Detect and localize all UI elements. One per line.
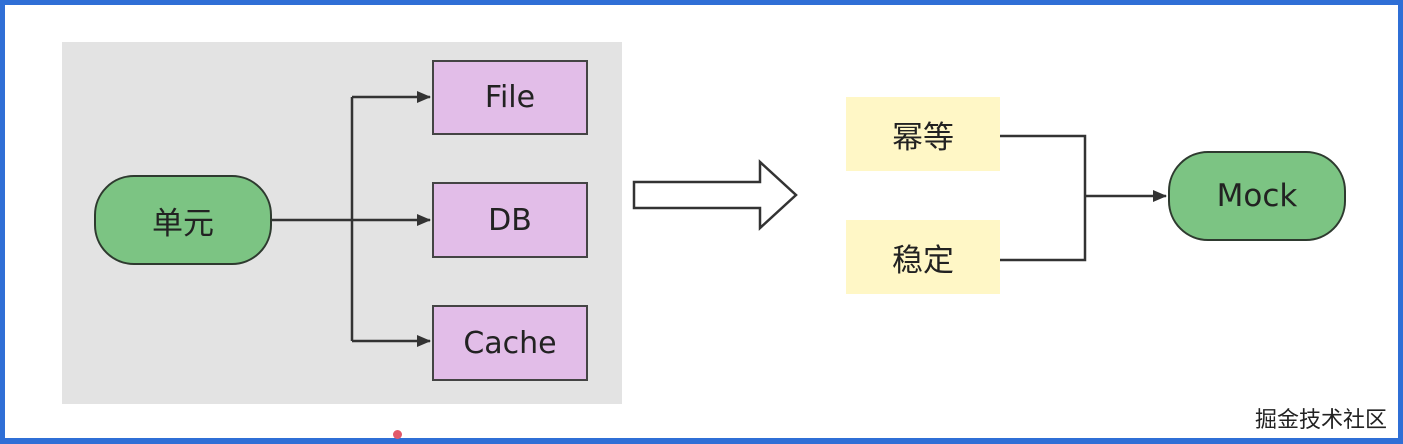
node-file-label: File [484, 80, 536, 115]
node-cache: Cache [432, 305, 588, 381]
node-unit-label: 单元 [152, 205, 214, 242]
node-stable-label: 稳定 [892, 242, 954, 279]
connector-idempotent [1000, 134, 1087, 262]
node-mock: Mock [1168, 151, 1346, 241]
node-db: DB [432, 182, 588, 258]
node-stable: 稳定 [846, 220, 1000, 294]
node-cache-label: Cache [463, 325, 557, 361]
cursor-dot [393, 430, 402, 439]
node-mock-label: Mock [1216, 178, 1298, 214]
node-unit: 单元 [94, 175, 272, 265]
watermark: 掘金技术社区 [1254, 408, 1387, 433]
big-transform-arrow-icon [632, 159, 798, 231]
node-idempotent: 幂等 [846, 97, 1000, 171]
node-db-label: DB [488, 202, 532, 238]
node-file: File [432, 60, 588, 135]
node-idempotent-label: 幂等 [892, 119, 954, 156]
